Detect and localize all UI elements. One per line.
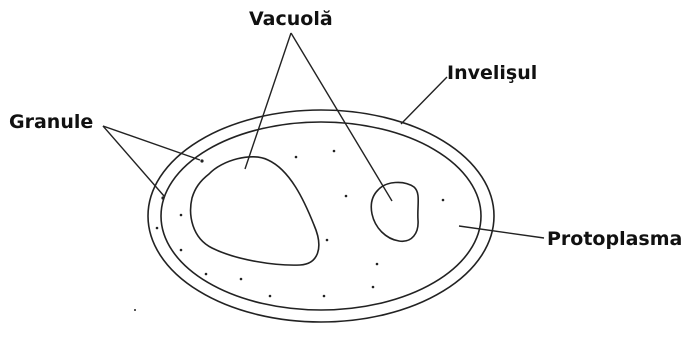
granule <box>180 214 183 217</box>
granule <box>161 196 164 199</box>
granule <box>442 199 445 202</box>
granule <box>240 278 243 281</box>
vacuole-leader-large <box>245 33 291 169</box>
granule <box>333 150 336 153</box>
granule <box>156 227 159 230</box>
granule <box>134 309 136 311</box>
granule <box>205 273 208 276</box>
granule <box>323 295 326 298</box>
vacuole-leader-small <box>291 33 392 201</box>
label-vacuole: Vacuolă <box>249 8 333 30</box>
label-granules: Granule <box>9 111 93 133</box>
label-protoplasm: Protoplasma <box>547 228 682 250</box>
vacuole-large <box>191 157 319 265</box>
granule <box>372 286 375 289</box>
granule <box>345 195 348 198</box>
granule <box>326 239 329 242</box>
vacuole-small <box>371 182 418 241</box>
granule <box>295 156 298 159</box>
protoplasm-leader <box>459 226 544 238</box>
granule <box>269 295 272 298</box>
envelope-leader <box>401 77 447 124</box>
granule <box>180 249 183 252</box>
granule <box>200 159 203 162</box>
granule <box>376 263 379 266</box>
label-envelope: Invelişul <box>447 62 537 84</box>
